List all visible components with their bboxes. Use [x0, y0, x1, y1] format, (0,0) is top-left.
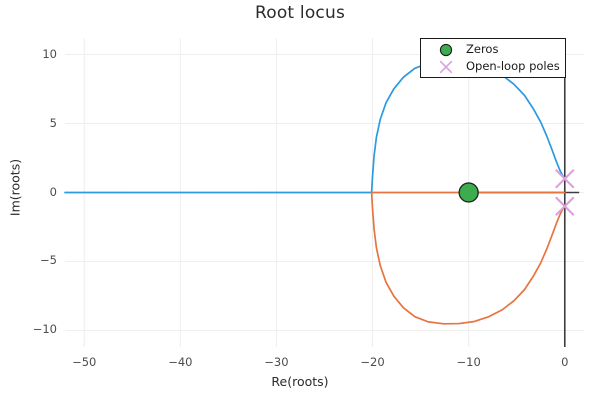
x-tick-label: −10 — [456, 355, 481, 369]
x-axis-label: Re(roots) — [271, 374, 329, 389]
y-tick-label: 10 — [42, 46, 57, 61]
locus-branch — [370, 191, 566, 325]
zero-markers — [458, 182, 479, 203]
y-tick-label: −10 — [32, 322, 57, 337]
y-tick-label: 5 — [49, 115, 57, 130]
y-axis-label: Im(roots) — [7, 158, 23, 217]
page-title: Root locus — [254, 3, 346, 23]
pole-cross-icon — [555, 168, 575, 189]
zero-circle-icon — [439, 43, 453, 57]
legend-item-open-loop-poles: Open-loop poles — [421, 58, 567, 76]
y-tick-label: −5 — [40, 253, 57, 268]
locus-branches — [64, 60, 566, 325]
pole-cross-icon — [439, 60, 453, 74]
legend-label-zeros: Zeros — [466, 42, 499, 56]
x-tick-label: 0 — [561, 355, 569, 369]
x-tick-label: −50 — [72, 355, 97, 369]
zero-circle-icon — [458, 182, 479, 203]
x-tick-label: −20 — [360, 355, 385, 369]
legend-label-open-loop-poles: Open-loop poles — [466, 59, 560, 73]
legend-item-zeros: Zeros — [421, 41, 567, 59]
x-tick-label: −40 — [168, 355, 193, 369]
pole-cross-icon — [555, 196, 575, 217]
x-tick-label: −30 — [264, 355, 289, 369]
open-loop-pole-markers — [555, 168, 575, 217]
legend: Zeros Open-loop poles — [420, 38, 566, 78]
y-tick-label: 0 — [49, 184, 57, 199]
